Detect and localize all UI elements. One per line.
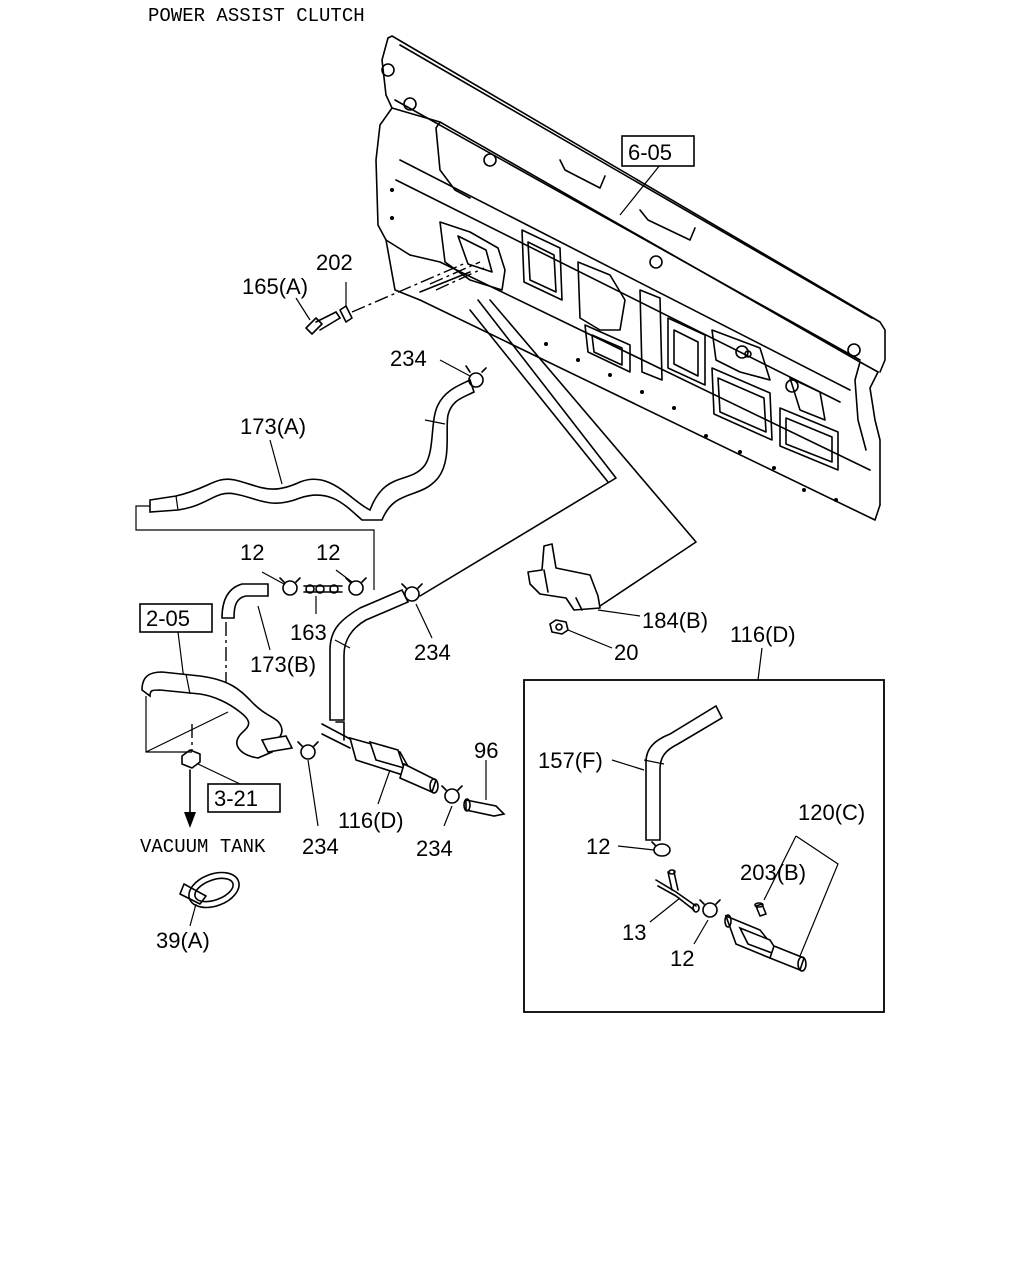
callout-13: 13 <box>622 920 646 945</box>
clamp-12-inset-bottom[interactable] <box>699 899 721 918</box>
clamp-234-mid[interactable] <box>401 583 423 602</box>
clamp-39a[interactable] <box>179 866 244 914</box>
callout-2-05: 2-05 <box>146 606 190 631</box>
callout-20: 20 <box>614 640 638 665</box>
clamp-234-top[interactable] <box>465 365 487 388</box>
callout-116d-top: 116(D) <box>730 622 796 647</box>
detail-inset-116d <box>523 679 885 1013</box>
callout-6-05: 6-05 <box>628 140 672 165</box>
clamp-12-right[interactable] <box>345 577 367 596</box>
callout-12-left: 12 <box>240 540 264 565</box>
callout-202: 202 <box>316 250 353 275</box>
pipe-120c[interactable] <box>724 914 807 972</box>
hose-96[interactable] <box>463 798 506 817</box>
callout-234-top: 234 <box>390 346 427 371</box>
callout-3-21: 3-21 <box>214 786 258 811</box>
clamp-12-left[interactable] <box>279 577 301 596</box>
callout-234-bl: 234 <box>302 834 339 859</box>
pipe-116d[interactable] <box>321 721 439 794</box>
vacuum-tank-label: VACUUM TANK <box>140 836 266 858</box>
callout-12-inset-bottom: 12 <box>670 946 694 971</box>
bracket-184b[interactable] <box>527 543 601 611</box>
ref-box-2-05[interactable] <box>139 603 213 633</box>
clamp-234-bottom-left[interactable] <box>297 741 319 760</box>
callout-173a: 173(A) <box>240 414 306 439</box>
joint-163[interactable] <box>303 584 343 594</box>
connector-3-21[interactable] <box>181 749 201 769</box>
washer-202[interactable] <box>339 305 353 323</box>
hose-173a[interactable] <box>149 378 475 521</box>
nut-20[interactable] <box>549 619 569 635</box>
callout-173b: 173(B) <box>250 652 316 677</box>
hose-157f-main[interactable] <box>329 588 410 721</box>
arrow-down-icon <box>184 812 196 828</box>
callout-96: 96 <box>474 738 498 763</box>
diagram-title: POWER ASSIST CLUTCH <box>148 5 365 27</box>
callout-157f: 157(F) <box>538 748 603 773</box>
ref-box-3-21[interactable] <box>207 783 281 813</box>
callout-234-mid: 234 <box>414 640 451 665</box>
callout-12-inset-top: 12 <box>586 834 610 859</box>
clamp-12-inset-top[interactable] <box>651 841 671 857</box>
bolt-165a[interactable] <box>305 311 341 335</box>
callout-39a: 39(A) <box>156 928 210 953</box>
callout-184b: 184(B) <box>642 608 708 633</box>
joint-13[interactable] <box>655 869 700 913</box>
callout-116d-bottom: 116(D) <box>338 808 404 833</box>
cab-panel-drawing <box>375 35 886 521</box>
callout-120c: 120(C) <box>798 800 865 825</box>
callout-163: 163 <box>290 620 327 645</box>
hose-173b[interactable] <box>221 583 269 619</box>
clamp-234-bottom-right[interactable] <box>441 785 463 804</box>
callout-12-right: 12 <box>316 540 340 565</box>
hose-2-05[interactable] <box>141 671 294 759</box>
callout-165a: 165(A) <box>242 274 308 299</box>
hose-157f[interactable] <box>643 704 724 841</box>
plug-203b[interactable] <box>754 902 767 917</box>
callout-234-br: 234 <box>416 836 453 861</box>
ref-box-6-05[interactable] <box>621 135 695 167</box>
